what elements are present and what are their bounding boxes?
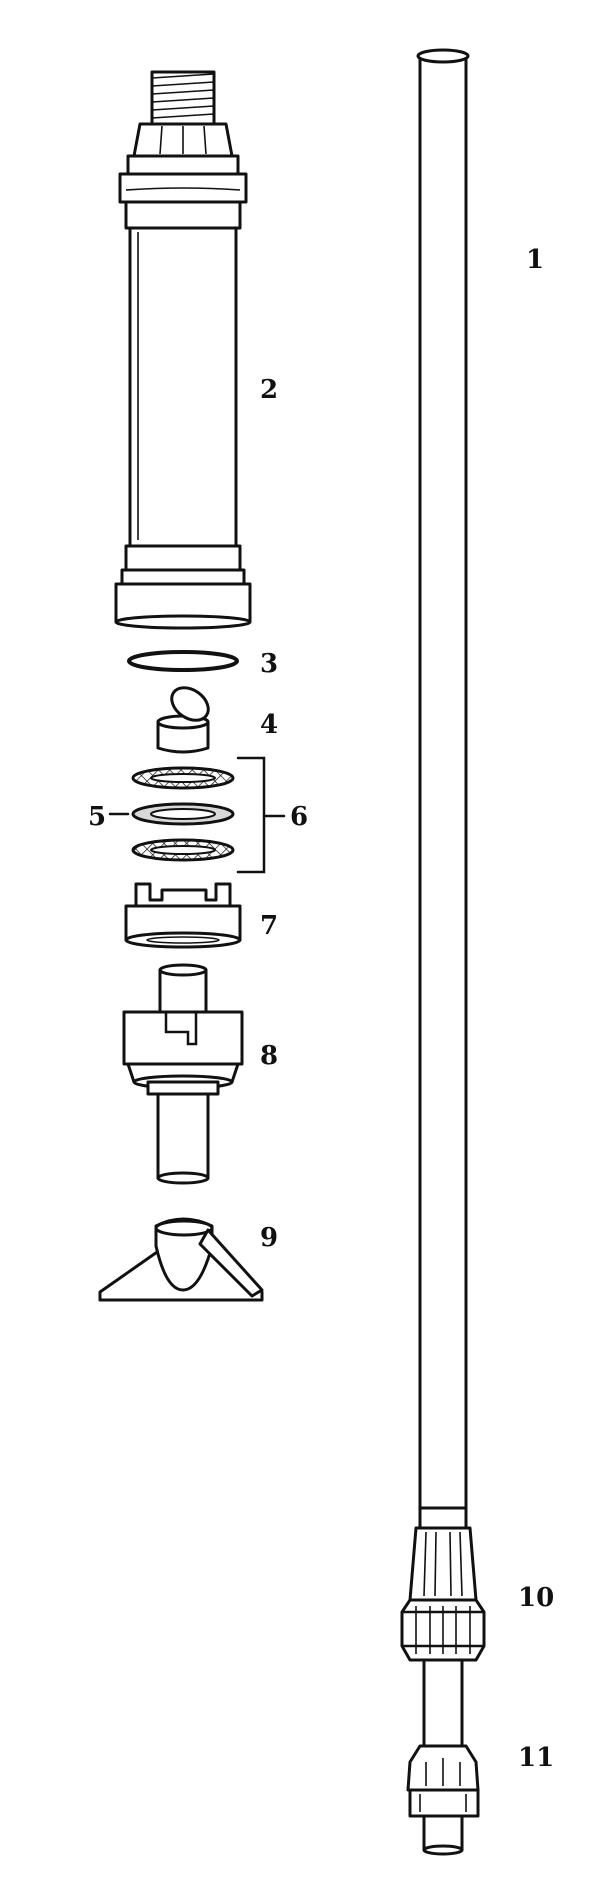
lower-pole-section — [422, 1658, 464, 1748]
part-5-washer — [131, 802, 235, 826]
part-4-valve — [156, 686, 210, 754]
label-part-9: 9 — [260, 1223, 278, 1253]
label-part-6: 6 — [290, 802, 308, 832]
part-9-foot — [98, 1217, 264, 1302]
part-11-end-cap — [406, 1744, 480, 1856]
part-8-connector — [122, 963, 244, 1185]
label-part-3: 3 — [260, 649, 278, 679]
label-part-2: 2 — [260, 375, 278, 405]
label-part-8: 8 — [260, 1041, 278, 1071]
label-part-5: 5 — [88, 802, 106, 832]
part-2-housing — [114, 70, 252, 630]
part-10-collar — [400, 1526, 486, 1662]
part-7-retaining-nut — [124, 882, 242, 949]
label-part-1: 1 — [526, 245, 544, 275]
part-3-o-ring — [127, 650, 239, 672]
part-6-bracket — [236, 756, 286, 874]
label-part-10: 10 — [518, 1583, 554, 1613]
label-part-7: 7 — [260, 911, 278, 941]
label-part-4: 4 — [260, 710, 278, 740]
label-part-11: 11 — [518, 1743, 554, 1773]
part-6-filter-stack — [131, 766, 235, 862]
part-1-pole — [416, 48, 470, 1530]
